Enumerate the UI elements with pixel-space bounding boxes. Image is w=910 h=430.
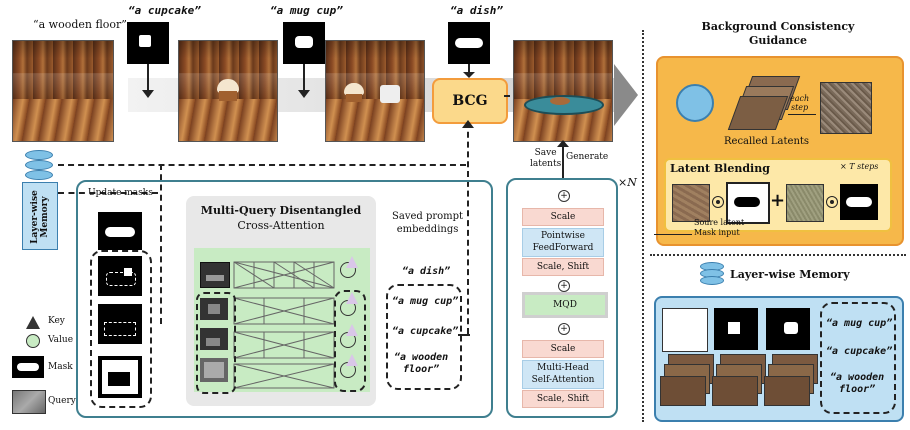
prompt-mug-cup: “a mug cup” [270, 4, 343, 17]
kv-group-dashed [334, 290, 366, 392]
query-thumb-4 [200, 358, 228, 382]
legend-value: Value [48, 335, 74, 345]
mask-legend-icon [12, 356, 44, 378]
mask-input-label: Mask input [694, 228, 740, 237]
saved-prompt-floor: “a wooden floor” [394, 352, 449, 375]
mask-update-1 [98, 212, 142, 250]
saved-prompt-group [386, 284, 462, 390]
scene-image-3 [325, 40, 425, 142]
query-legend-icon [12, 390, 46, 414]
update-masks-label: Update masks [88, 188, 153, 198]
layer-scale-top: Scale [522, 208, 604, 226]
add-icon-lower: + [558, 323, 570, 335]
bcg-button[interactable]: BCG [432, 78, 508, 124]
layer-scale-bottom: Scale [522, 340, 604, 358]
source-latent-label: Soure latent [694, 218, 745, 227]
latent-blending-title: Latent Blending [670, 162, 770, 175]
layer-feedforward: Pointwise FeedForward [522, 228, 604, 257]
multiply-icon-1 [712, 196, 724, 208]
saved-prompt-mug: “a mug cup” [392, 296, 459, 307]
each-step-label: each step [790, 94, 810, 112]
layer-self-attention: Multi-Head Self-Attention [522, 360, 604, 389]
arrow-cupcake [147, 64, 149, 92]
inverse-mask-thumb [726, 182, 770, 224]
scene-image-2 [178, 40, 278, 142]
mask-cupcake [127, 22, 169, 64]
saved-prompt-cupcake: “a cupcake” [392, 326, 459, 337]
mqd-title-1: Multi-Query Disentangled [200, 204, 362, 217]
query-group-dashed [196, 292, 236, 394]
bcg-panel-title-2: Guidance [748, 34, 808, 47]
bcg-label: BCG [452, 93, 488, 109]
horizontal-separator [650, 254, 906, 256]
memory-prompt-cupcake: “a cupcake” [826, 346, 893, 357]
memory-latents-1 [660, 354, 716, 412]
prompt-dish: “a dish” [450, 4, 503, 17]
transformer-block [506, 178, 618, 418]
memory-prompt-mug: “a mug cup” [826, 318, 893, 329]
mask-thumb [840, 184, 878, 220]
multiply-icon-2 [826, 196, 838, 208]
memory-latents-3 [764, 354, 820, 412]
save-latents-label: Save latents [530, 148, 562, 169]
legend-key: Key [48, 316, 65, 326]
add-icon-top: + [558, 190, 570, 202]
noisy-latent-image [820, 82, 872, 134]
mask-dish [448, 22, 490, 64]
dashed-arrow-to-bcg [467, 122, 469, 334]
query-thumb-2 [200, 298, 228, 320]
plus-icon: + [770, 190, 786, 211]
memory-mask-white [662, 308, 708, 352]
query-thumb-1 [200, 262, 230, 288]
prompt-wooden-floor: “a wooden floor” [33, 18, 127, 31]
legend-query: Query [48, 396, 76, 406]
memory-mask-mug [766, 308, 810, 350]
prompt-cupcake: “a cupcake” [128, 4, 201, 17]
layer-wise-memory-badge: Layer-wise Memory [22, 182, 58, 250]
left-container [76, 180, 493, 418]
t-steps-label: × T steps [840, 162, 879, 171]
saved-prompt-dish: “a dish” [402, 266, 451, 277]
mask-group-dashed [90, 250, 152, 408]
layer-scale-shift-top: Scale, Shift [522, 258, 604, 276]
add-icon-mid: + [558, 280, 570, 292]
mask-mug [283, 22, 325, 64]
scene-image-1 [12, 40, 114, 142]
value-icon [26, 334, 40, 348]
generate-label: Generate [566, 152, 609, 162]
recalled-latents-label: Recalled Latents [724, 136, 810, 147]
memory-mask-cupcake [714, 308, 758, 350]
noise-latent-thumb [786, 184, 824, 222]
mqd-title-2: Cross-Attention [237, 219, 325, 232]
bcg-panel-title-1: Background Consistency [701, 20, 855, 33]
timeline-arrowhead [614, 64, 638, 126]
database-icon [25, 150, 53, 180]
legend-mask: Mask [48, 362, 73, 372]
mask-update-2 [98, 256, 142, 296]
memory-latents-2 [712, 354, 768, 412]
mask-update-3 [98, 304, 142, 344]
recall-database-icon [676, 84, 714, 122]
saved-prompt-label: Saved prompt embeddings [392, 211, 464, 235]
memory-prompts-group [820, 302, 896, 414]
layer-mqd: MQD [522, 292, 608, 318]
source-latent-thumb [672, 184, 710, 222]
scene-image-4 [513, 40, 613, 142]
query-thumb-3 [200, 328, 228, 350]
memory-label: Layer-wise Memory [30, 190, 50, 244]
mask-update-4 [98, 356, 142, 398]
layer-scale-shift-bottom: Scale, Shift [522, 390, 604, 408]
key-icon [26, 316, 40, 329]
memory-panel-icon [700, 262, 724, 285]
times-n-label: ×N [618, 176, 637, 189]
memory-prompt-floor: “a wooden floor” [830, 372, 885, 395]
memory-panel-title: Layer-wise Memory [730, 268, 850, 281]
vertical-separator [642, 30, 644, 422]
